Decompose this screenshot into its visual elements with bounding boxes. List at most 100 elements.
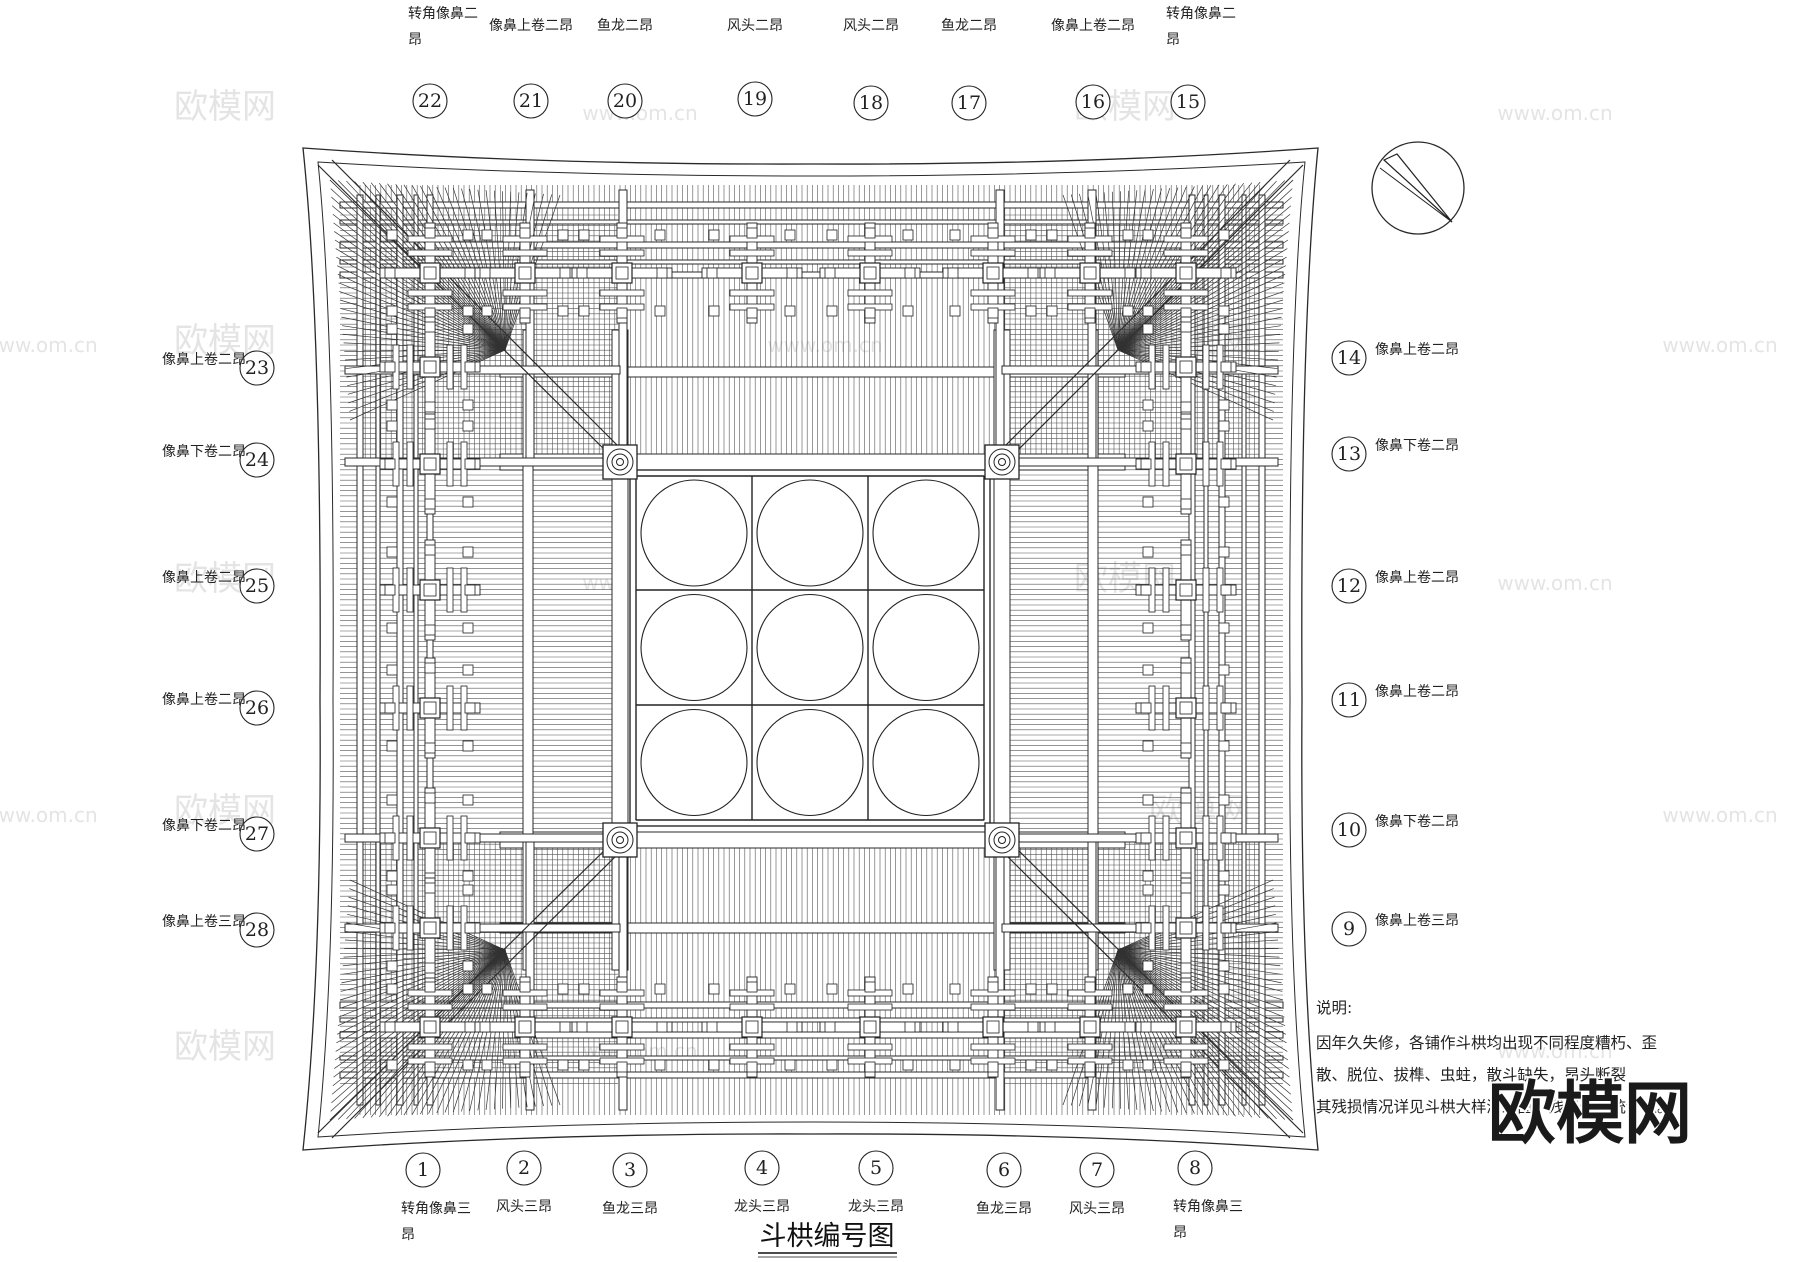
callout-number: 9 xyxy=(1343,918,1355,940)
notes-line-2: 散、脱位、拔榫、虫蛀，散斗缺失，昂头断裂 xyxy=(1316,1066,1626,1084)
bracket-set xyxy=(379,787,481,889)
bracket-set xyxy=(1135,976,1237,1078)
watermark-layer: 欧模网欧模网欧模网欧模网欧模网欧模网欧模网欧模网欧模网欧模网www.om.cnw… xyxy=(0,87,1778,1067)
callout-number: 16 xyxy=(1081,91,1105,113)
bracket-label: 像鼻下卷二昂 xyxy=(1375,813,1459,830)
bracket-set xyxy=(474,222,576,324)
notes-line-3: 其残损情况详见斗栱大样测绘图，残损情况统计表。 xyxy=(1316,1098,1673,1116)
ceiling-circle-panel xyxy=(640,593,748,702)
bracket-label: 转角像鼻二 xyxy=(408,5,478,22)
callout-circle xyxy=(1331,568,1367,604)
bracket-set xyxy=(942,976,1044,1078)
callout-circle xyxy=(412,83,448,119)
bracket-label: 像鼻上卷二昂 xyxy=(162,691,246,708)
watermark-url: www.om.cn xyxy=(1662,803,1777,827)
bracket-set xyxy=(942,222,1044,324)
callout-number: 3 xyxy=(624,1159,636,1181)
bracket-set xyxy=(1135,657,1237,759)
callout-number: 24 xyxy=(245,449,269,471)
watermark-url: www.om.cn xyxy=(1497,1039,1612,1063)
callout-circle xyxy=(607,83,643,119)
callout-number: 13 xyxy=(1337,443,1361,465)
callout-circle xyxy=(405,1152,441,1188)
corner-post-caps xyxy=(602,444,1020,858)
bracket-set xyxy=(1135,222,1237,324)
bracket-set xyxy=(1039,222,1141,324)
bracket-label: 像鼻上卷三昂 xyxy=(1375,912,1459,929)
callout-number: 26 xyxy=(245,697,269,719)
bracket-set xyxy=(819,976,921,1078)
bracket-label: 像鼻上卷二昂 xyxy=(162,569,246,586)
callout-number: 8 xyxy=(1189,1157,1201,1179)
bracket-label: 鱼龙二昂 xyxy=(597,17,653,34)
bracket-label: 像鼻上卷二昂 xyxy=(1375,683,1459,700)
bracket-label-cont: 昂 xyxy=(401,1227,415,1243)
callout-circle xyxy=(239,690,275,726)
callout-number: 5 xyxy=(870,1157,882,1179)
callout-circle xyxy=(1331,436,1367,472)
bracket-set xyxy=(1135,539,1237,641)
watermark-url: www.om.cn xyxy=(1497,571,1612,595)
roof-inner-outline xyxy=(317,161,1306,1138)
callout-number: 6 xyxy=(998,1159,1010,1181)
bracket-set xyxy=(379,222,481,324)
bracket-label: 像鼻上卷二昂 xyxy=(489,17,573,34)
bracket-label: 风头三昂 xyxy=(1069,1201,1125,1217)
callout-number: 22 xyxy=(418,90,442,112)
bracket-label: 风头三昂 xyxy=(496,1199,552,1215)
watermark-logo: 欧模网 xyxy=(174,87,276,127)
bracket-label: 风头二昂 xyxy=(727,18,783,34)
callout-circle xyxy=(858,1150,894,1186)
callout-number: 14 xyxy=(1337,347,1361,369)
notes-line-1: 因年久失修，各铺作斗栱均出现不同程度糟朽、歪 xyxy=(1316,1034,1657,1052)
bracket-callouts: 1转角像鼻三昂2风头三昂3鱼龙三昂4龙头三昂5龙头三昂6鱼龙三昂7风头三昂8转角… xyxy=(162,5,1459,1243)
bracket-set xyxy=(1039,976,1141,1078)
callout-circle xyxy=(744,1150,780,1186)
watermark-url: www.om.cn xyxy=(767,333,882,357)
callout-circle xyxy=(239,350,275,386)
bracket-set xyxy=(379,877,481,979)
watermark-url: www.om.cn xyxy=(1497,101,1612,125)
rafter-hatching xyxy=(340,185,1283,1115)
notes-heading: 说明: xyxy=(1316,999,1352,1017)
callout-circle xyxy=(1331,340,1367,376)
ceiling-circle-panel xyxy=(756,479,864,587)
callout-circle xyxy=(239,912,275,948)
bracket-set xyxy=(1135,316,1237,418)
eave-beams xyxy=(339,189,1284,1111)
bracket-label: 像鼻下卷二昂 xyxy=(1375,437,1459,454)
bracket-label: 转角像鼻二 xyxy=(1166,5,1236,22)
bracket-set xyxy=(379,657,481,759)
bracket-label: 转角像鼻三 xyxy=(401,1200,471,1217)
bracket-set xyxy=(571,976,673,1078)
watermark-url: www.om.cn xyxy=(0,803,98,827)
callout-circle xyxy=(239,816,275,852)
bracket-label: 像鼻上卷二昂 xyxy=(1375,341,1459,358)
ceiling-circle-panel xyxy=(640,708,748,817)
callout-number: 21 xyxy=(519,90,543,112)
bracket-set xyxy=(701,222,803,324)
bracket-label: 像鼻下卷二昂 xyxy=(162,817,246,834)
bracket-label: 像鼻上卷三昂 xyxy=(162,913,246,930)
bracket-label: 龙头三昂 xyxy=(848,1199,904,1215)
watermark-logo: 欧模网 xyxy=(174,1027,276,1067)
bracket-label: 风头二昂 xyxy=(843,18,899,34)
bracket-set xyxy=(571,222,673,324)
watermark-url: www.om.cn xyxy=(0,333,98,357)
callout-circle xyxy=(1331,911,1367,947)
roof-outer-outline xyxy=(302,147,1319,1151)
bracket-label: 鱼龙二昂 xyxy=(941,17,997,34)
callout-circle xyxy=(612,1152,648,1188)
callout-number: 1 xyxy=(417,1159,429,1181)
callout-number: 28 xyxy=(245,919,269,941)
bracket-label-cont: 昂 xyxy=(408,32,422,48)
bracket-set xyxy=(379,539,481,641)
callout-circle xyxy=(1170,84,1206,120)
callout-circle xyxy=(506,1150,542,1186)
notes-block: 说明: 因年久失修，各铺作斗栱均出现不同程度糟朽、歪 散、脱位、拔榫、虫蛀，散斗… xyxy=(1316,999,1673,1116)
bracket-label: 像鼻下卷二昂 xyxy=(162,443,246,460)
bracket-label: 像鼻上卷二昂 xyxy=(162,351,246,368)
bracket-label: 龙头三昂 xyxy=(734,1199,790,1215)
bracket-set xyxy=(1135,877,1237,979)
